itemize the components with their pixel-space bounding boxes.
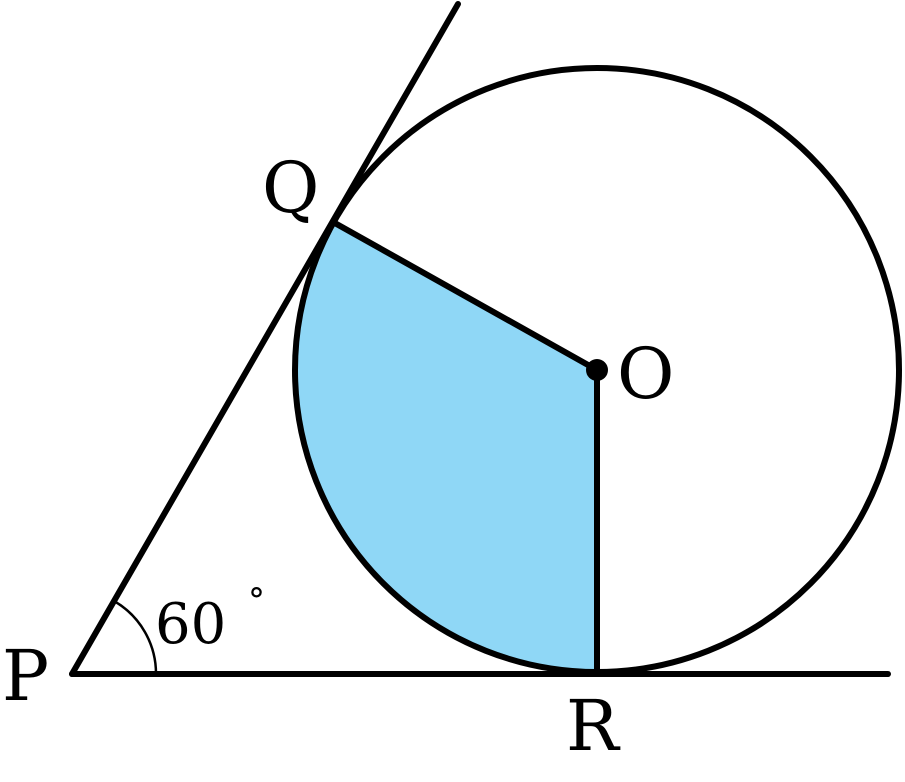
degree-symbol: °	[248, 581, 265, 621]
shaded-sector-qor	[294, 222, 597, 673]
radius-oq	[330, 219, 600, 373]
label-o: O	[617, 333, 674, 415]
center-point-o	[586, 359, 608, 381]
label-q: Q	[262, 147, 319, 229]
tangent-line-pq	[69, 1, 461, 677]
angle-arc-p	[113, 599, 158, 675]
angle-label-60: 60	[155, 592, 226, 657]
label-p: P	[2, 635, 49, 717]
label-r: R	[566, 685, 621, 767]
